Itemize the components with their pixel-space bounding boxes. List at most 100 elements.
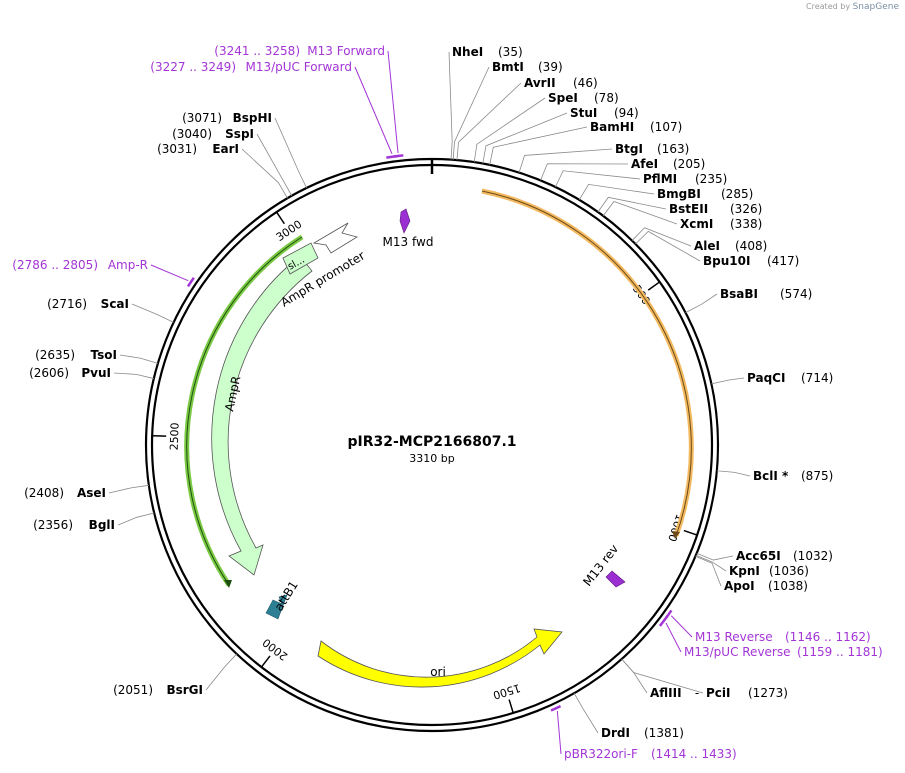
enzyme-pos-nhei: (35) (498, 45, 523, 59)
enzyme-pos-bsteii: (326) (730, 202, 762, 216)
enzyme-name-afei[interactable]: AfeI (631, 157, 658, 171)
enzyme-name-bamhi[interactable]: BamHI (590, 120, 634, 134)
primer-name-ampr[interactable]: Amp-R (108, 258, 148, 272)
enzyme-name-afliii[interactable]: AflIII (650, 686, 682, 700)
orf-green-arrowhead (224, 580, 232, 588)
enzyme-pos-bgli: (2356) (33, 518, 73, 532)
enzyme-leader-bsphi (274, 117, 308, 189)
enzyme-name-xcmi[interactable]: XcmI (680, 217, 713, 231)
primer-site-m13pucreverse[interactable] (658, 615, 669, 627)
enzyme-name-stui[interactable]: StuI (570, 106, 597, 120)
enzyme-name-bsabi[interactable]: BsaBI (720, 287, 758, 301)
primer-leader-ampr (150, 264, 189, 282)
enzyme-name-paqci[interactable]: PaqCI (747, 371, 785, 385)
enzyme-leader-bamhi (489, 126, 588, 165)
enzyme-name-apoi[interactable]: ApoI (724, 579, 755, 593)
plasmid-length: 3310 bp (409, 452, 454, 465)
primer-site-pbr322orif[interactable] (550, 704, 562, 712)
snapgene-credit: Created by SnapGene (806, 2, 899, 12)
enzyme-pos-alei: (408) (735, 239, 767, 253)
enzyme-name-pcii[interactable]: PciI (706, 686, 731, 700)
enzyme-leader-bsabi (685, 293, 718, 313)
enzyme-name-bcli[interactable]: BclI * (753, 469, 789, 483)
enzyme-name-acc65i[interactable]: Acc65I (736, 549, 781, 563)
feature-ampr-promoter[interactable] (312, 222, 359, 254)
enzyme-leader-lines (108, 51, 751, 734)
credit-prefix: Created by (806, 2, 851, 11)
enzyme-name-bsphi[interactable]: BspHI (233, 111, 272, 125)
primer-range-ampr: (2786 .. 2805) (12, 258, 98, 272)
enzyme-leader-pvui (113, 372, 154, 379)
primer-site-ampr[interactable] (186, 277, 195, 288)
primer-leader-m13reverse (670, 615, 693, 638)
primer-site-m13pucforward[interactable] (386, 154, 399, 159)
enzyme-pos-sspi: (3040) (172, 127, 212, 141)
primer-range-m13reverse: (1146 .. 1162) (785, 630, 871, 644)
feature-m13-rev[interactable] (605, 570, 626, 588)
enzyme-name-eari[interactable]: EarI (212, 142, 239, 156)
tick-mark-2000 (260, 655, 271, 668)
feature-ori[interactable] (317, 628, 563, 688)
enzyme-pos-bmti: (39) (538, 60, 563, 74)
enzyme-name-scai[interactable]: ScaI (101, 297, 129, 311)
tick-mark-3000 (275, 211, 285, 225)
enzyme-name-bgli[interactable]: BglI (89, 518, 115, 532)
enzyme-name-sspi[interactable]: SspI (225, 127, 254, 141)
plasmid-backbone (144, 157, 720, 733)
feature-m13-fwd[interactable] (399, 208, 411, 234)
enzyme-leader-stui (482, 112, 568, 164)
enzyme-leader-avrii (456, 82, 522, 161)
enzyme-name-tsoi[interactable]: TsoI (91, 348, 117, 362)
enzyme-pos-acc65i: (1032) (793, 549, 833, 563)
enzyme-leader-spei (473, 97, 546, 163)
orf-green-core (186, 236, 303, 586)
snapgene-logo: SnapGene (852, 2, 899, 12)
feature-sl[interactable] (282, 242, 319, 275)
enzyme-pos-scai: (2716) (47, 297, 87, 311)
enzyme-pos-pcii: (1273) (748, 686, 788, 700)
primer-leader-m13pucforward (354, 66, 393, 154)
enzyme-leader-nhei (448, 51, 453, 160)
tick-label-1500: 1500 (491, 681, 522, 702)
enzyme-leader-bmgbi (578, 183, 655, 201)
enzyme-leader-bcli (716, 470, 751, 477)
enzyme-pos-btgi: (163) (657, 142, 689, 156)
enzyme-pos-bamhi: (107) (650, 120, 682, 134)
enzyme-leader-drdi (573, 692, 599, 734)
enzyme-pos-stui: (94) (614, 106, 639, 120)
enzyme-leader-bsrgi (205, 653, 237, 691)
enzyme-name-spei[interactable]: SpeI (548, 91, 578, 105)
enzyme-name-bmti[interactable]: BmtI (492, 60, 524, 74)
enzyme-name-bsrgi[interactable]: BsrGI (166, 683, 203, 697)
enzyme-leader-apoi (695, 555, 722, 587)
enzyme-leader-pflmi (555, 170, 641, 188)
feature-ampr[interactable] (211, 255, 313, 576)
enzyme-pos-spei: (78) (594, 91, 619, 105)
enzyme-name-btgi[interactable]: BtgI (615, 142, 643, 156)
enzyme-leader-bsteii (597, 196, 667, 213)
enzyme-pos-tsoi: (2635) (35, 348, 75, 362)
enzyme-name-pvui[interactable]: PvuI (81, 366, 111, 380)
enzyme-name-bsteii[interactable]: BstEII (669, 202, 708, 216)
enzyme-name-kpni[interactable]: KpnI (729, 564, 760, 578)
primer-name-m13pucforward[interactable]: M13/pUC Forward (245, 60, 352, 74)
enzyme-name-pflmi[interactable]: PflMI (643, 172, 677, 186)
enzyme-leader-scai (131, 303, 174, 323)
primer-name-pbr322orif[interactable]: pBR322ori-F (564, 747, 638, 761)
enzyme-leader-afliii (621, 658, 648, 694)
enzyme-name-bpu10i[interactable]: Bpu10I (703, 254, 750, 268)
enzyme-name-avrii[interactable]: AvrII (524, 76, 556, 90)
primer-name-m13pucreverse[interactable]: M13/pUC Reverse (684, 645, 791, 659)
plasmid-name: pIR32-MCP2166807.1 (347, 434, 516, 450)
enzyme-name-bmgbi[interactable]: BmgBI (657, 187, 701, 201)
feature-attb1[interactable] (265, 594, 288, 620)
primer-name-m13forward[interactable]: M13 Forward (307, 44, 385, 58)
enzyme-name-drdi[interactable]: DrdI (601, 726, 630, 740)
primer-leader-m13forward (387, 50, 399, 154)
enzyme-name-nhei[interactable]: NheI (452, 45, 483, 59)
enzyme-name-alei[interactable]: AleI (694, 239, 720, 253)
primer-name-m13reverse[interactable]: M13 Reverse (695, 630, 773, 644)
enzyme-name-asei[interactable]: AseI (77, 486, 106, 500)
tick-mark-1000 (683, 529, 698, 536)
enzyme-pos-bsphi: (3071) (182, 111, 222, 125)
